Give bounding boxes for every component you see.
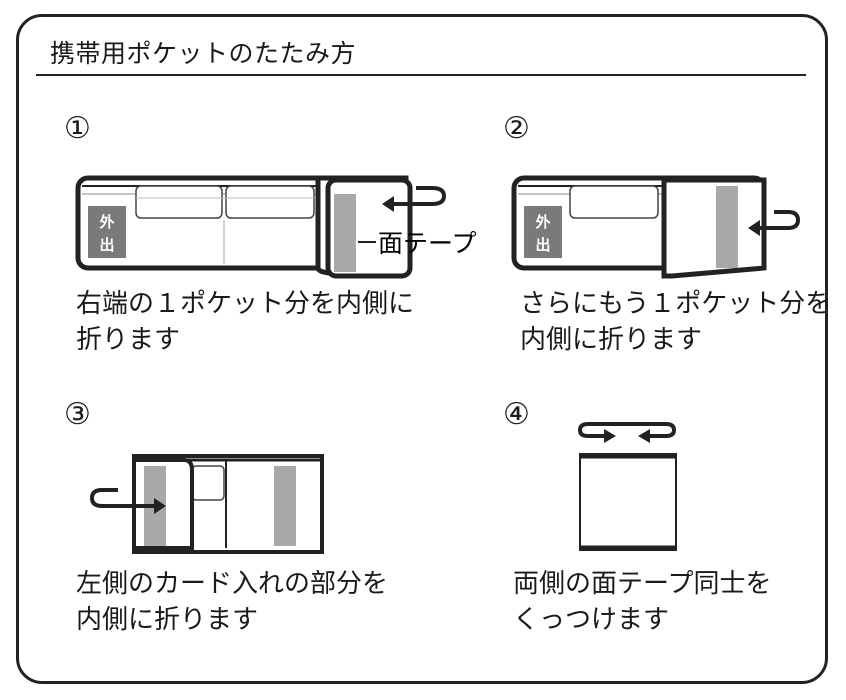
step-2-caption-line2: 内側に折ります bbox=[520, 325, 703, 355]
svg-text:出: 出 bbox=[535, 236, 550, 254]
velcro-tape bbox=[334, 194, 356, 272]
step-4-number: ④ bbox=[503, 397, 530, 432]
step-1-caption-line2: 折ります bbox=[76, 325, 181, 355]
svg-text:外: 外 bbox=[534, 213, 550, 231]
step-3-illustration bbox=[89, 454, 324, 554]
step-2-number: ② bbox=[503, 111, 530, 146]
step-1-illustration: 外 出 面テープ bbox=[75, 175, 477, 279]
title-divider bbox=[36, 74, 806, 76]
page-title: 携帯用ポケットのたたみ方 bbox=[50, 39, 357, 68]
fold-arrow bbox=[388, 186, 447, 206]
velcro-tape bbox=[716, 186, 738, 268]
fold-arrow bbox=[89, 488, 154, 508]
outer-badge bbox=[524, 206, 562, 258]
step-2-caption-line1: さらにもう１ポケット分を bbox=[520, 289, 832, 319]
pocket bbox=[135, 185, 223, 219]
join-arrows bbox=[577, 422, 677, 438]
step-3-caption-line2: 内側に折ります bbox=[76, 605, 259, 635]
step-3-number: ③ bbox=[64, 397, 91, 432]
pocket bbox=[569, 185, 659, 219]
pocket bbox=[191, 465, 225, 501]
folded-wallet bbox=[579, 453, 677, 551]
outer-badge bbox=[88, 206, 126, 258]
instruction-card bbox=[16, 14, 828, 684]
step-2-illustration: 外 出 bbox=[511, 175, 801, 279]
step-4-illustration bbox=[577, 422, 677, 551]
folded-flap bbox=[661, 177, 767, 279]
svg-text:出: 出 bbox=[99, 236, 114, 254]
step-1-caption-line1: 右端の１ポケット分を内側に bbox=[76, 289, 415, 319]
step-3-caption-line1: 左側のカード入れの部分を bbox=[76, 569, 389, 599]
step-1-number: ① bbox=[64, 111, 91, 146]
fold-arrow bbox=[760, 210, 801, 230]
pocket bbox=[225, 185, 315, 219]
step-4-caption-line2: くっつけます bbox=[513, 605, 670, 635]
tape-label: 面テープ bbox=[378, 229, 477, 258]
step-4-caption-line1: 両側の面テープ同士を bbox=[513, 569, 772, 599]
velcro-tape bbox=[274, 466, 296, 546]
svg-text:外: 外 bbox=[98, 213, 114, 231]
